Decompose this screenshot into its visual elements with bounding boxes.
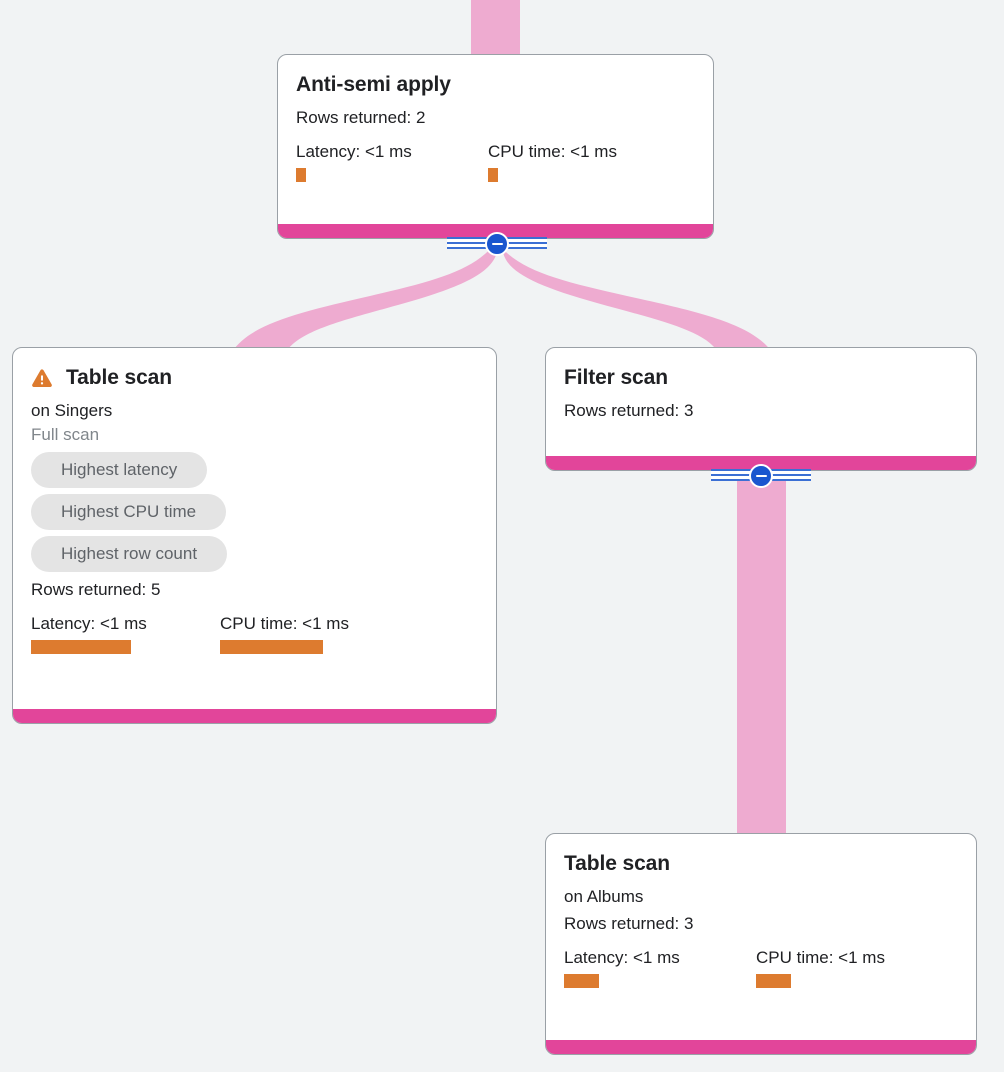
- metric-cpu-time-bar: [220, 640, 323, 654]
- edge-anti-semi-apply-to-table-scan-singers: [232, 247, 497, 352]
- collapse-minus-icon[interactable]: [749, 464, 773, 488]
- node-accent-bar: [546, 456, 976, 470]
- node-body: Anti-semi apply Rows returned: 2 Latency…: [278, 55, 713, 224]
- node-detail: Full scan: [31, 425, 100, 444]
- node-body: Table scan on Singers Full scan Highest …: [13, 348, 496, 709]
- toggle-anti-semi-apply[interactable]: [447, 231, 547, 257]
- metric-cpu-time-bar: [756, 974, 791, 988]
- rows-returned: Rows returned: 3: [564, 914, 694, 933]
- node-accent-bar: [278, 224, 713, 238]
- metrics-row: Latency: <1 ms CPU time: <1 ms: [564, 948, 958, 988]
- metric-latency-label: Latency: <1 ms: [296, 142, 412, 161]
- metrics-row: Latency: <1 ms CPU time: <1 ms: [31, 614, 478, 654]
- node-title: Table scan: [564, 852, 670, 875]
- node-title-row: Filter scan: [564, 366, 958, 390]
- toggle-filter-scan[interactable]: [711, 463, 811, 489]
- metric-latency-bar: [564, 974, 599, 988]
- rows-returned: Rows returned: 3: [564, 401, 694, 420]
- metric-latency-label: Latency: <1 ms: [31, 614, 147, 633]
- edge-anti-semi-apply-to-filter-scan: [501, 247, 772, 352]
- edge-filter-scan-to-table-scan-albums: [737, 468, 786, 840]
- rows-returned: Rows returned: 2: [296, 108, 426, 127]
- metrics-row: Latency: <1 ms CPU time: <1 ms: [296, 142, 695, 182]
- metric-cpu-time-bar: [488, 168, 498, 182]
- metric-latency-bar: [296, 168, 306, 182]
- metric-cpu-time: CPU time: <1 ms: [220, 614, 349, 654]
- metric-latency: Latency: <1 ms: [564, 948, 756, 988]
- node-title-row: Table scan: [31, 366, 478, 390]
- metric-latency: Latency: <1 ms: [296, 142, 488, 182]
- node-title-row: Anti-semi apply: [296, 73, 695, 97]
- collapse-minus-icon[interactable]: [485, 232, 509, 256]
- node-accent-bar: [13, 709, 496, 723]
- node-body: Table scan on Albums Rows returned: 3 La…: [546, 834, 976, 1040]
- node-table-scan-singers[interactable]: Table scan on Singers Full scan Highest …: [12, 347, 497, 724]
- node-subtitle: on Albums: [564, 887, 644, 906]
- node-title-row: Table scan: [564, 852, 958, 876]
- node-anti-semi-apply[interactable]: Anti-semi apply Rows returned: 2 Latency…: [277, 54, 714, 239]
- metric-cpu-time: CPU time: <1 ms: [488, 142, 617, 182]
- node-accent-bar: [546, 1040, 976, 1054]
- node-subtitle: on Singers: [31, 401, 113, 420]
- metric-cpu-time: CPU time: <1 ms: [756, 948, 885, 988]
- node-filter-scan[interactable]: Filter scan Rows returned: 3: [545, 347, 977, 471]
- node-title: Table scan: [66, 366, 172, 389]
- chip-highest-latency: Highest latency: [31, 452, 208, 488]
- metric-latency-label: Latency: <1 ms: [564, 948, 680, 967]
- node-title: Anti-semi apply: [296, 73, 451, 96]
- node-table-scan-albums[interactable]: Table scan on Albums Rows returned: 3 La…: [545, 833, 977, 1055]
- node-title: Filter scan: [564, 366, 668, 389]
- metric-cpu-time-label: CPU time: <1 ms: [220, 614, 349, 633]
- metric-latency: Latency: <1 ms: [31, 614, 220, 654]
- chip-highest-cpu-time: Highest CPU time: [31, 494, 227, 530]
- rows-returned: Rows returned: 5: [31, 580, 161, 599]
- metric-cpu-time-label: CPU time: <1 ms: [756, 948, 885, 967]
- warning-icon: [32, 369, 52, 387]
- node-chips: Highest latency Highest CPU time Highest…: [31, 452, 478, 572]
- node-body: Filter scan Rows returned: 3: [546, 348, 976, 456]
- edge-parent-to-anti-semi-apply: [471, 0, 520, 58]
- chip-highest-row-count: Highest row count: [31, 536, 228, 572]
- metric-latency-bar: [31, 640, 131, 654]
- metric-cpu-time-label: CPU time: <1 ms: [488, 142, 617, 161]
